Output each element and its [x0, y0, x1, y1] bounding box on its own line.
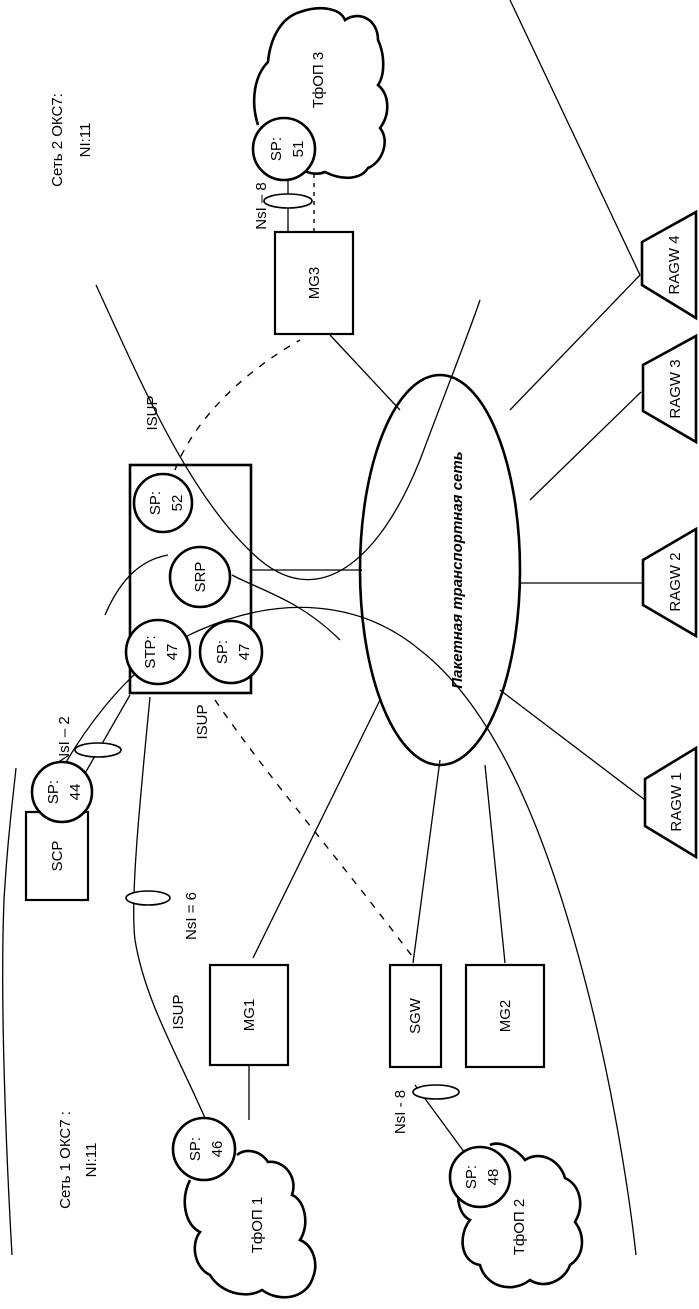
pstn1-label: ТфОП 1 — [249, 1197, 266, 1253]
link-mg2-transport — [484, 764, 506, 964]
nsi8-bottom-label: NsI - 8 — [392, 1090, 409, 1134]
mg1-label: MG1 — [241, 999, 258, 1032]
isup-dashed-top — [174, 339, 301, 471]
scp-label: SCP — [49, 841, 66, 872]
stp47-label-1: STP: — [142, 635, 159, 668]
pstn3-cloud — [252, 6, 389, 180]
sp52-label-1: SP: — [147, 491, 164, 515]
isup-dashed-mid — [214, 699, 416, 961]
nsi8-top-label: NsI – 8 — [253, 182, 270, 230]
ragw3-shape — [641, 333, 698, 445]
sp47-circle — [198, 619, 264, 685]
srp-label: SRP — [192, 562, 209, 593]
pstn2-cloud — [456, 1142, 584, 1289]
link-stp-sp46 — [133, 696, 206, 1119]
sp47-label-1: SP: — [214, 640, 231, 664]
sp46-label-2: 46 — [209, 1141, 226, 1158]
boundary-curve-left — [2, 767, 17, 1256]
sp52-label-2: 52 — [169, 495, 186, 512]
ragw1-label: RAGW 1 — [668, 772, 685, 831]
link-ragw4-transport — [509, 274, 641, 411]
link-mg1-transport — [252, 699, 381, 959]
link-ragw3-transport — [529, 391, 642, 501]
pstn2-label: ТфОП 2 — [511, 1199, 528, 1255]
link-ragw4-transport — [509, 0, 641, 276]
stp47-circle — [124, 618, 192, 686]
sp51-label-1: SP: — [268, 137, 285, 161]
net1-title: Сеть 1 ОКС7 : — [57, 1111, 74, 1209]
mg2-label: MG2 — [497, 1000, 514, 1033]
link-srp-left — [104, 554, 169, 616]
linkset-oval-nsi6 — [125, 890, 171, 906]
srp-circle — [168, 545, 232, 609]
link-mg3-transport — [329, 334, 401, 411]
linkset-oval-nsi8-top — [263, 193, 313, 209]
sp46-circle — [171, 1116, 237, 1182]
linkset-oval-nsi2 — [74, 742, 122, 758]
sp48-label-1: SP: — [463, 1165, 480, 1189]
sp44-label-1: SP: — [45, 780, 62, 804]
mg1-box — [208, 963, 290, 1067]
sp44-circle — [30, 760, 94, 824]
scp-box — [24, 810, 90, 902]
stp47-label-2: 47 — [164, 644, 181, 661]
pstn1-cloud — [183, 1149, 317, 1299]
nsi2-label: NsI – 2 — [56, 716, 73, 764]
isup-top-label: ISUP — [144, 395, 161, 430]
stp-srp-box — [128, 463, 253, 695]
sp51-label-2: 51 — [290, 141, 307, 158]
transport-network-label: Пакетная транспортная сеть — [449, 451, 466, 688]
sp47-label-2: 47 — [236, 644, 253, 661]
ragw4-label: RAGW 4 — [666, 235, 683, 294]
sp48-circle — [448, 1145, 512, 1209]
link-stp-sp44 — [79, 694, 131, 783]
link-srp-out — [231, 574, 341, 641]
link-sgw-transport — [412, 759, 441, 964]
sp52-circle — [132, 472, 194, 534]
ragw2-shape — [641, 526, 698, 639]
isup-mid-label: ISUP — [194, 704, 211, 739]
isup-left-label: ISUP — [170, 994, 187, 1029]
nsi6-label: NsI = 6 — [183, 892, 200, 940]
ragw1-shape — [643, 745, 698, 860]
ragw3-label: RAGW 3 — [667, 359, 684, 418]
sgw-box — [388, 963, 443, 1069]
sgw-label: SGW — [407, 997, 424, 1034]
sp46-label-1: SP: — [187, 1137, 204, 1161]
ragw4-shape — [640, 209, 698, 321]
mg3-label: MG3 — [306, 267, 323, 300]
mg3-box — [273, 230, 355, 336]
net2-ni: NI:11 — [77, 123, 94, 158]
net1-ni: NI:11 — [83, 1143, 100, 1178]
mg2-box — [464, 963, 546, 1069]
pstn3-label: ТфОП 3 — [310, 52, 327, 108]
net2-title: Сеть 2 ОКС7: — [49, 93, 66, 187]
linkset-oval-nsi8-bottom — [412, 1084, 460, 1100]
link-ragw1-transport — [499, 689, 646, 801]
sp48-label-2: 48 — [485, 1169, 502, 1186]
ragw2-label: RAGW 2 — [667, 552, 684, 611]
packet-transport-network — [358, 373, 522, 767]
sp44-label-2: 44 — [67, 784, 84, 801]
sp51-circle — [251, 116, 317, 182]
